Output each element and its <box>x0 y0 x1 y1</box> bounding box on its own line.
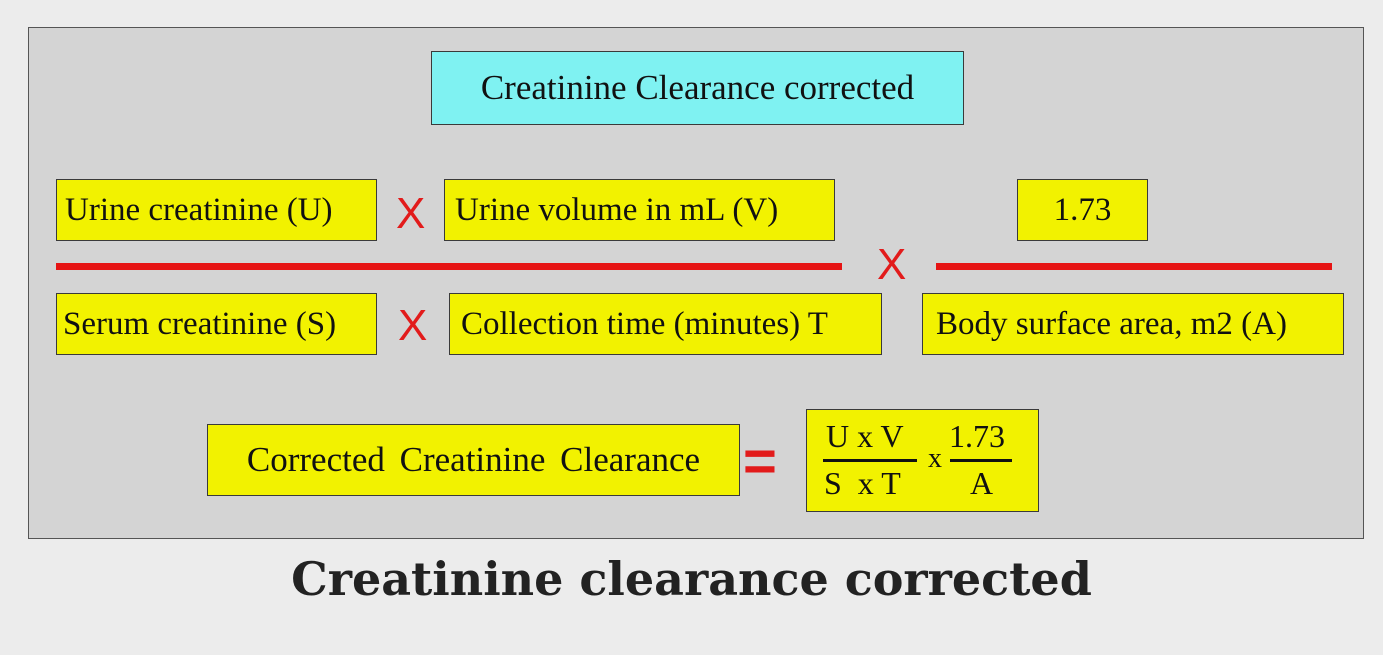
title-box: Creatinine Clearance corrected <box>431 51 964 125</box>
caption: Creatinine clearance corrected <box>291 552 1092 606</box>
urine-volume-label: Urine volume in mL (V) <box>455 191 779 228</box>
urine-volume-box: Urine volume in mL (V) <box>444 179 835 241</box>
diagram-panel: Creatinine Clearance corrected Urine cre… <box>28 27 1364 539</box>
denominator-multiply-sign: X <box>398 301 428 350</box>
collection-time-label: Collection time (minutes) T <box>461 305 828 342</box>
left-fraction-bar <box>56 263 842 270</box>
formula-times-sign: x <box>928 443 942 474</box>
formula-fraction1-bar <box>823 459 917 462</box>
corrected-clearance-box: Corrected Creatinine Clearance <box>207 424 740 496</box>
formula-fraction2-denominator: A <box>970 465 994 501</box>
body-surface-area-box: Body surface area, m2 (A) <box>922 293 1344 355</box>
corrected-clearance-label: Corrected Creatinine Clearance <box>246 440 701 479</box>
formula-box: U x V S x T x 1.73 A <box>806 409 1039 512</box>
formula-fraction2-bar <box>950 459 1012 462</box>
urine-creatinine-label: Urine creatinine (U) <box>65 191 333 228</box>
serum-creatinine-box: Serum creatinine (S) <box>56 293 377 355</box>
middle-multiply-sign: X <box>877 240 907 289</box>
serum-creatinine-label: Serum creatinine (S) <box>63 305 337 342</box>
formula-fraction1-denominator: S x T <box>824 465 901 501</box>
right-fraction-bar <box>936 263 1332 270</box>
title-text: Creatinine Clearance corrected <box>480 68 915 107</box>
formula-fraction1-numerator: U x V <box>826 418 904 454</box>
constant-box: 1.73 <box>1017 179 1148 241</box>
body-surface-area-label: Body surface area, m2 (A) <box>936 305 1287 342</box>
equals-sign: = <box>743 429 777 494</box>
constant-value: 1.73 <box>1053 191 1112 228</box>
numerator-multiply-sign: X <box>396 189 426 238</box>
urine-creatinine-box: Urine creatinine (U) <box>56 179 377 241</box>
formula-fraction2-numerator: 1.73 <box>949 418 1005 454</box>
collection-time-box: Collection time (minutes) T <box>449 293 882 355</box>
